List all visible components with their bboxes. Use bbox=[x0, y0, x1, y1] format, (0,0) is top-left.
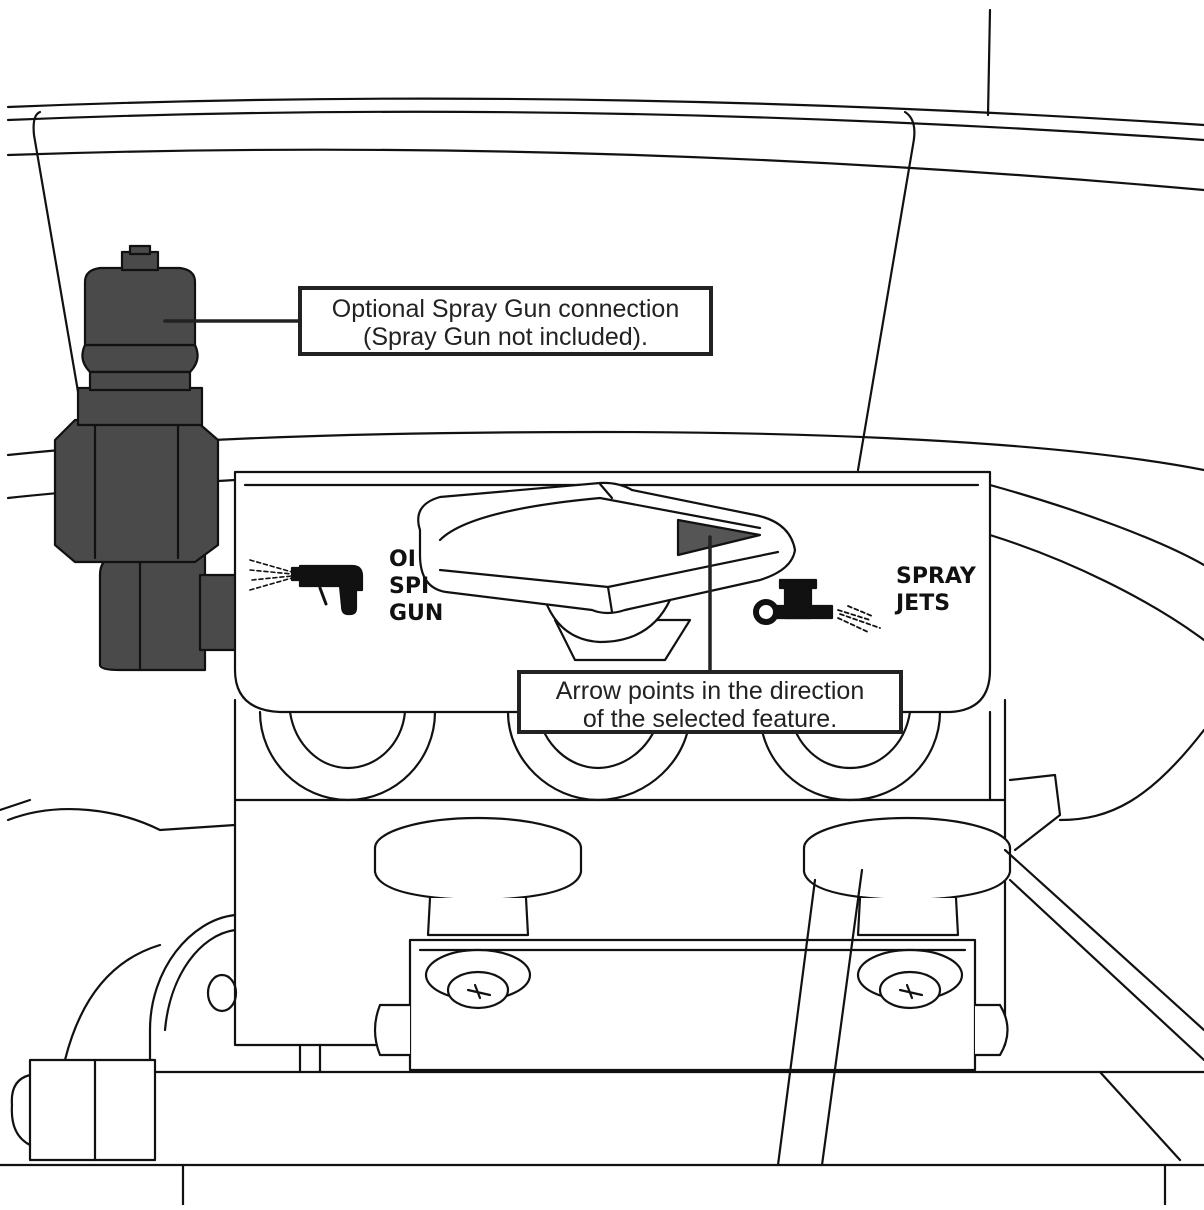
spray-gun-panel-label: OI SPI GUN bbox=[389, 546, 443, 627]
lower-nozzles bbox=[373, 816, 1012, 937]
spray-jets-label-line1: SPRAY bbox=[896, 564, 976, 589]
spray-gun-label-line2: SPI bbox=[389, 574, 430, 599]
arrow-direction-callout: Arrow points in the direction of the sel… bbox=[517, 670, 903, 734]
spray-gun-fitting bbox=[53, 244, 240, 672]
spray-gun-connection-callout: Optional Spray Gun connection (Spray Gun… bbox=[298, 286, 713, 356]
diagonal-pipes bbox=[776, 773, 1204, 1167]
spray-jets-label-line2: JETS bbox=[896, 591, 951, 616]
spray-gun-callout-line2: (Spray Gun not included). bbox=[363, 323, 648, 351]
rollers bbox=[258, 710, 942, 802]
spray-gun-icon bbox=[249, 559, 364, 616]
arrow-callout-line2: of the selected feature. bbox=[582, 705, 838, 733]
side-bracket bbox=[0, 913, 1204, 1207]
spray-jets-icon bbox=[753, 578, 881, 633]
mounting-plate bbox=[373, 938, 1009, 1072]
spray-jets-panel-label: SPRAY JETS bbox=[896, 563, 976, 617]
selector-knob bbox=[417, 481, 797, 662]
leader-lines bbox=[163, 319, 712, 672]
spray-gun-label-line1: OI bbox=[389, 547, 416, 572]
spray-gun-label-line3: GUN bbox=[389, 601, 444, 626]
spray-gun-callout-line1: Optional Spray Gun connection bbox=[331, 295, 680, 323]
arrow-callout-line1: Arrow points in the direction bbox=[555, 677, 865, 705]
